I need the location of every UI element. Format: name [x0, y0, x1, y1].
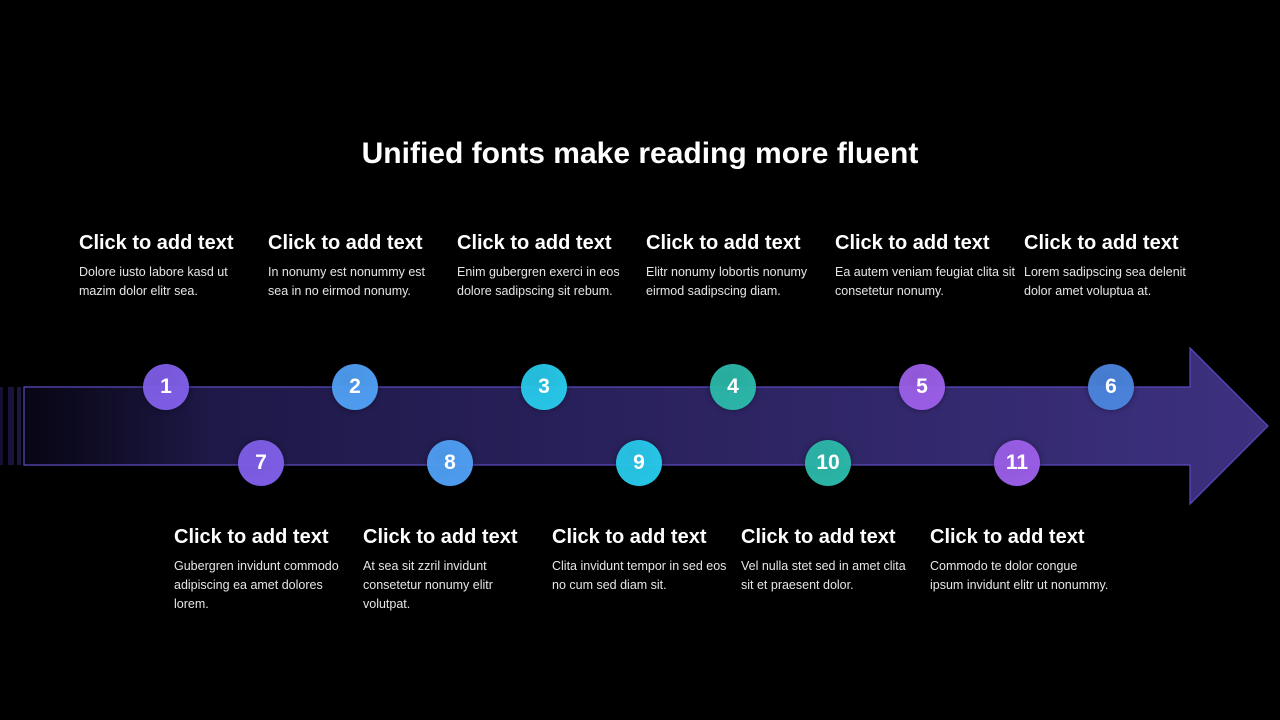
bottom-body-8: At sea sit zzril invidunt consetetur non…: [363, 559, 493, 611]
step-node-10[interactable]: 10: [805, 440, 851, 486]
top-heading-6: Click to add text: [1024, 232, 1179, 254]
bottom-body-11: Commodo te dolor congue ipsum invidunt e…: [930, 559, 1109, 592]
top-body-3: Enim gubergren exerci in eos dolore sadi…: [457, 265, 620, 298]
top-heading-1: Click to add text: [79, 232, 234, 254]
step-node-1[interactable]: 1: [143, 364, 189, 410]
top-heading-5: Click to add text: [835, 232, 990, 254]
bottom-text-block-9[interactable]: Click to add text Clita invidunt tempor …: [552, 525, 732, 595]
step-node-11[interactable]: 11: [994, 440, 1040, 486]
bottom-body-10: Vel nulla stet sed in amet clita sit et …: [741, 559, 906, 592]
arrow-stripe-1: [0, 387, 3, 465]
step-node-7[interactable]: 7: [238, 440, 284, 486]
timeline-arrow: [0, 346, 1269, 506]
step-node-3[interactable]: 3: [521, 364, 567, 410]
step-node-6[interactable]: 6: [1088, 364, 1134, 410]
bottom-heading-9: Click to add text: [552, 526, 707, 548]
step-node-9[interactable]: 9: [616, 440, 662, 486]
arrow-stripe-2: [8, 387, 14, 465]
top-heading-2: Click to add text: [268, 232, 423, 254]
top-body-1: Dolore iusto labore kasd ut mazim dolor …: [79, 265, 228, 298]
bottom-heading-7: Click to add text: [174, 526, 329, 548]
step-node-8[interactable]: 8: [427, 440, 473, 486]
top-heading-3: Click to add text: [457, 232, 612, 254]
bottom-text-block-8[interactable]: Click to add text At sea sit zzril invid…: [363, 525, 543, 614]
step-node-2[interactable]: 2: [332, 364, 378, 410]
slide-title[interactable]: Unified fonts make reading more fluent: [361, 137, 919, 170]
top-text-block-1[interactable]: Click to add text Dolore iusto labore ka…: [79, 231, 259, 301]
arrow-stripe-3: [17, 387, 21, 465]
top-text-block-6[interactable]: Click to add text Lorem sadipscing sea d…: [1024, 231, 1204, 301]
bottom-body-7: Gubergren invidunt commodo adipiscing ea…: [174, 559, 339, 611]
top-text-block-5[interactable]: Click to add text Ea autem veniam feugia…: [835, 231, 1015, 301]
top-body-6: Lorem sadipscing sea delenit dolor amet …: [1024, 265, 1186, 298]
step-node-4[interactable]: 4: [710, 364, 756, 410]
bottom-text-block-11[interactable]: Click to add text Commodo te dolor congu…: [930, 525, 1110, 595]
bottom-heading-11: Click to add text: [930, 526, 1085, 548]
step-node-5[interactable]: 5: [899, 364, 945, 410]
top-body-2: In nonumy est nonummy est sea in no eirm…: [268, 265, 426, 298]
bottom-heading-10: Click to add text: [741, 526, 896, 548]
top-text-block-3[interactable]: Click to add text Enim gubergren exerci …: [457, 231, 637, 301]
top-body-4: Elitr nonumy lobortis nonumy eirmod sadi…: [646, 265, 808, 298]
bottom-body-9: Clita invidunt tempor in sed eos no cum …: [552, 559, 727, 592]
top-text-block-2[interactable]: Click to add text In nonumy est nonummy …: [268, 231, 448, 301]
top-heading-4: Click to add text: [646, 232, 801, 254]
bottom-text-block-10[interactable]: Click to add text Vel nulla stet sed in …: [741, 525, 921, 595]
bottom-heading-8: Click to add text: [363, 526, 518, 548]
top-body-5: Ea autem veniam feugiat clita sit conset…: [835, 265, 1015, 298]
top-text-block-4[interactable]: Click to add text Elitr nonumy lobortis …: [646, 231, 826, 301]
bottom-text-block-7[interactable]: Click to add text Gubergren invidunt com…: [174, 525, 354, 614]
